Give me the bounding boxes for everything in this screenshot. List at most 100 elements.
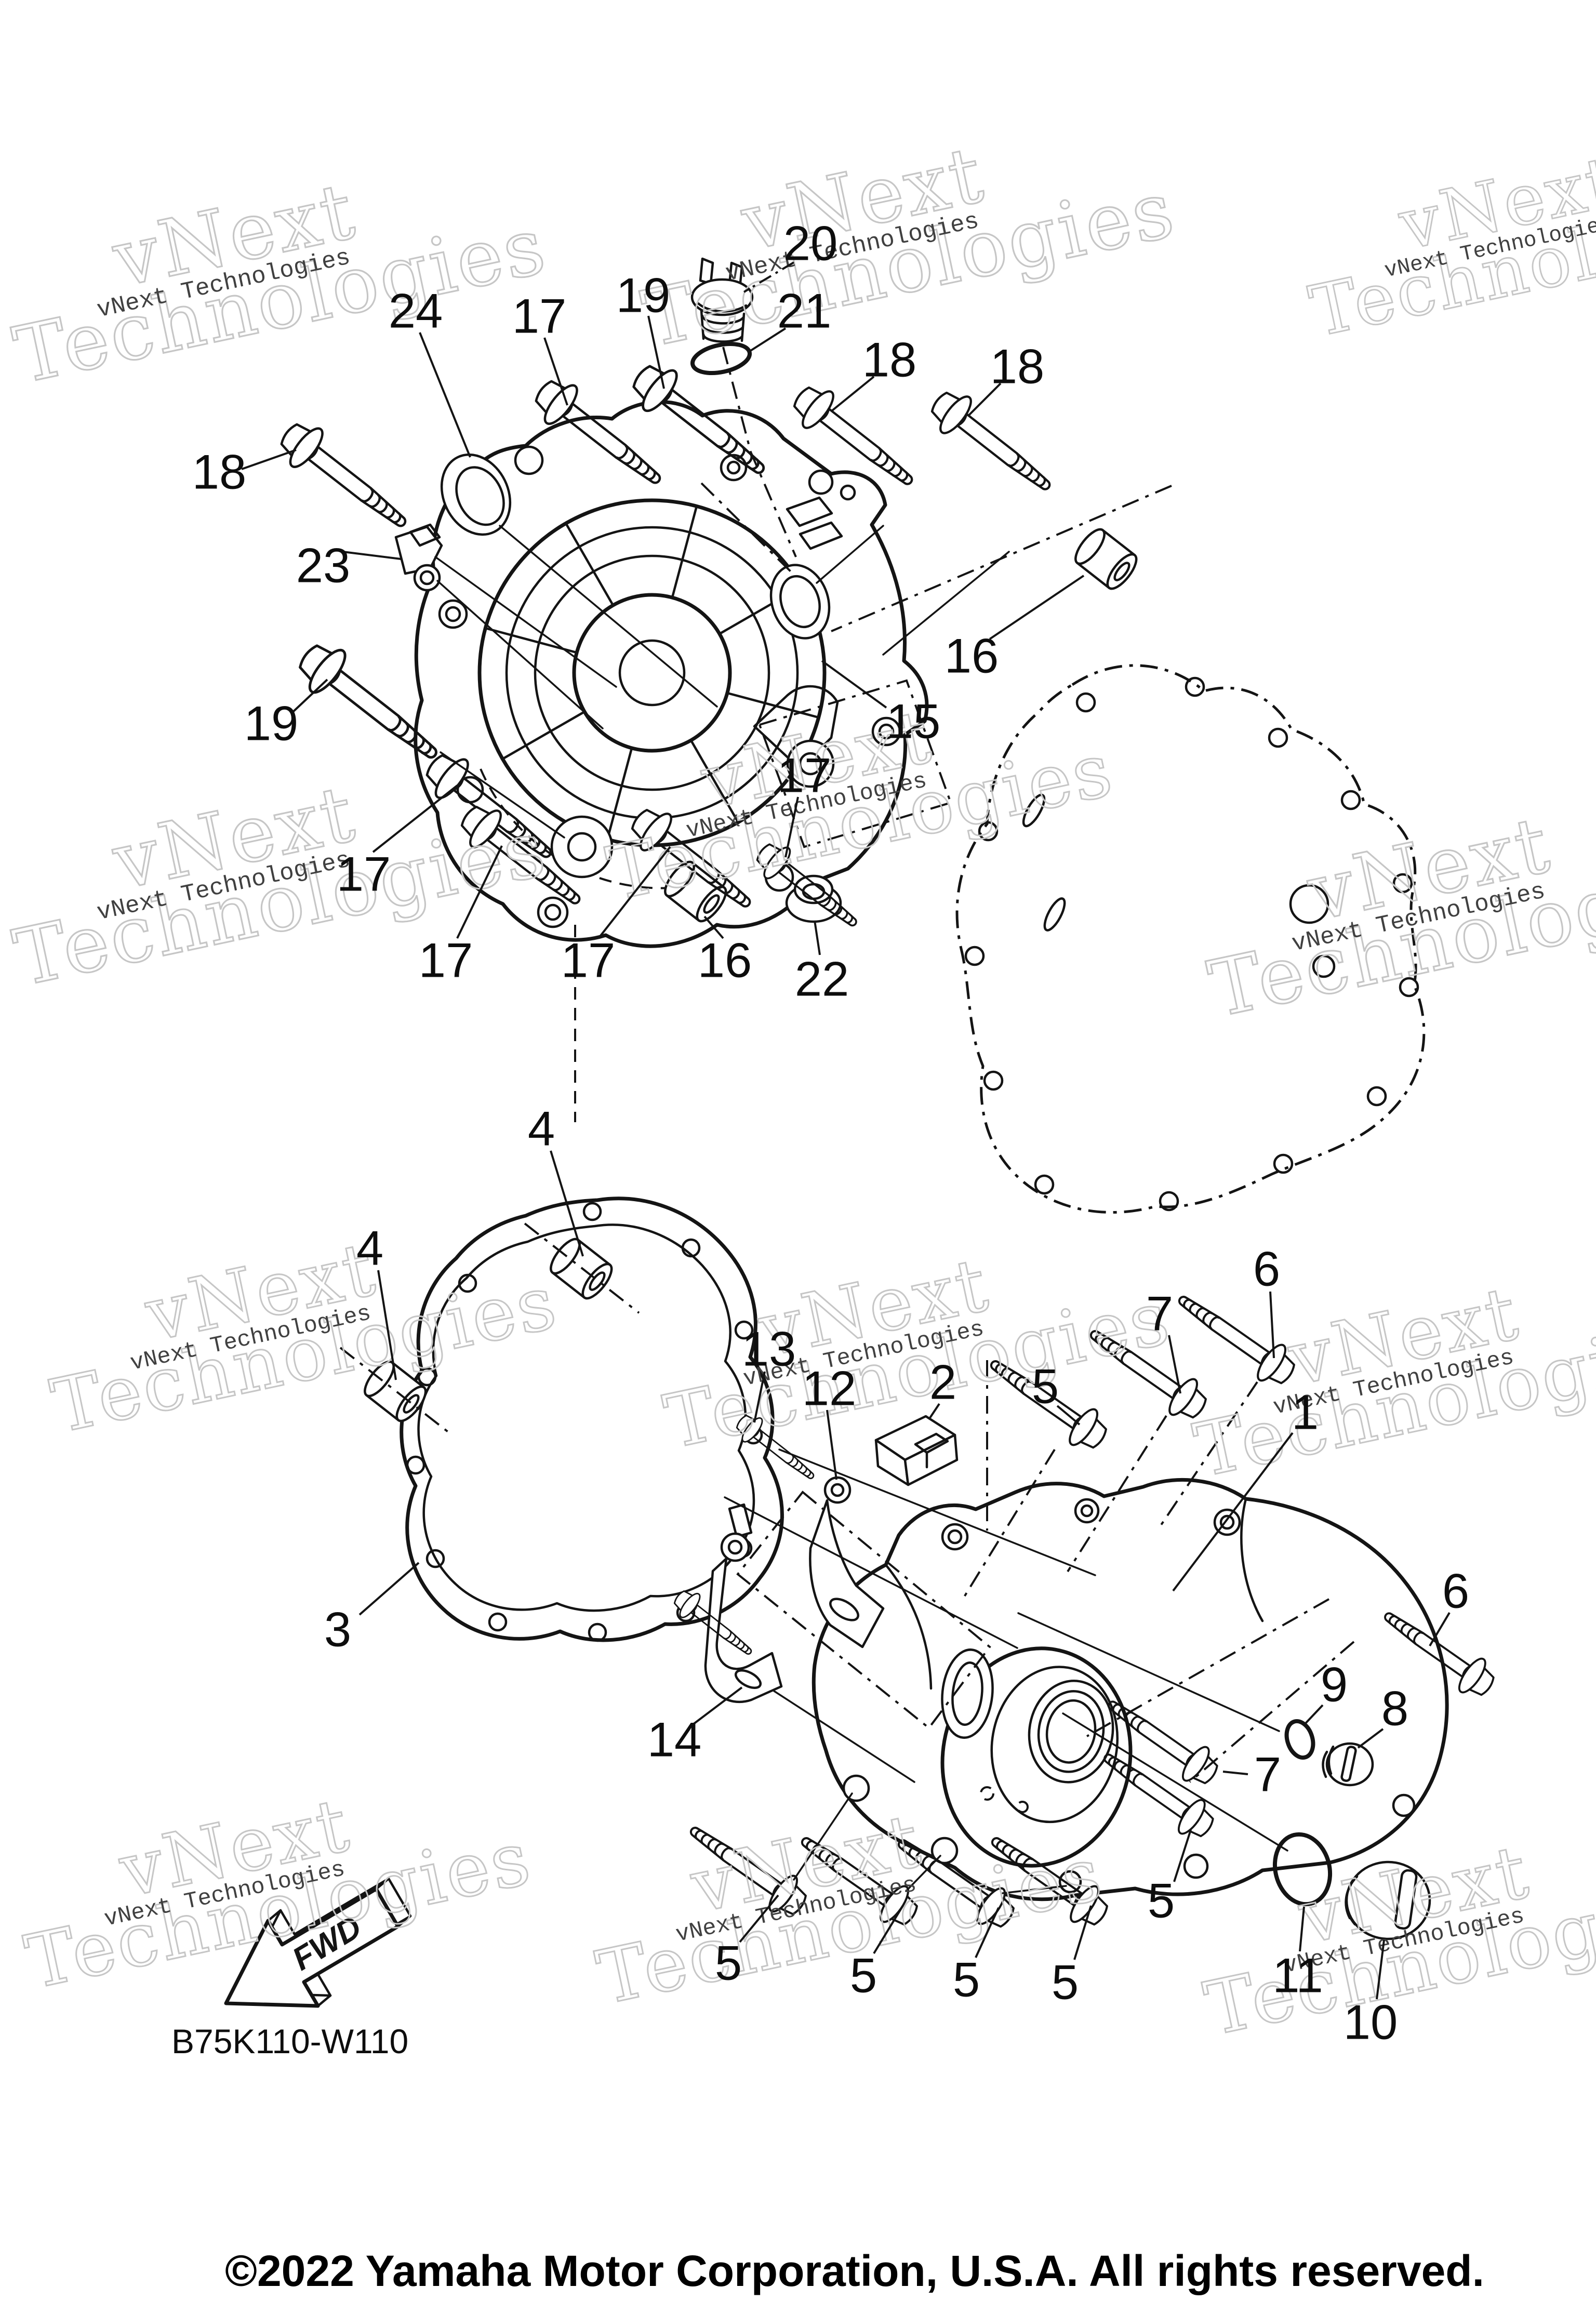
callout-7: 7 bbox=[1254, 1747, 1281, 1802]
callout-18: 18 bbox=[192, 445, 247, 499]
leader-line-5 bbox=[975, 1907, 1000, 1958]
callout-22: 22 bbox=[795, 952, 849, 1006]
callout-23: 23 bbox=[296, 538, 351, 593]
plug-8 bbox=[1322, 1742, 1374, 1787]
callout-17: 17 bbox=[512, 289, 567, 343]
leader-line-3 bbox=[358, 1562, 420, 1616]
callout-4: 4 bbox=[356, 1221, 383, 1275]
leader-line-5 bbox=[1173, 1829, 1192, 1882]
leader-line-24 bbox=[419, 332, 471, 458]
leader-line-16 bbox=[703, 915, 724, 939]
callout-19: 19 bbox=[244, 696, 299, 751]
filler-cap-10 bbox=[1345, 1860, 1431, 1940]
leader-line-22 bbox=[814, 920, 821, 955]
callout-18: 18 bbox=[862, 333, 917, 387]
callout-4: 4 bbox=[528, 1101, 555, 1156]
leader-line-7 bbox=[1222, 1771, 1248, 1775]
leader-line-6 bbox=[1269, 1291, 1275, 1359]
leader-line-18 bbox=[967, 382, 1002, 417]
leader-line-5 bbox=[739, 1894, 779, 1943]
leader-line-11 bbox=[1299, 1906, 1305, 1952]
leader-line-17 bbox=[597, 846, 671, 939]
callout-7: 7 bbox=[1146, 1286, 1173, 1341]
sensor-clamp-23 bbox=[394, 523, 443, 592]
leader-line-20 bbox=[743, 261, 795, 293]
callout-24: 24 bbox=[389, 284, 443, 338]
leader-line-19 bbox=[647, 315, 665, 389]
leader-line-1 bbox=[1172, 1432, 1294, 1592]
callout-18: 18 bbox=[990, 339, 1045, 394]
callout-5: 5 bbox=[1052, 1955, 1079, 2010]
callout-6: 6 bbox=[1442, 1564, 1469, 1618]
callout-5: 5 bbox=[1032, 1359, 1059, 1414]
leader-line-21 bbox=[747, 327, 787, 353]
leader-line-7 bbox=[1168, 1335, 1181, 1394]
drain-plug-20 bbox=[690, 257, 754, 343]
callout-1: 1 bbox=[1292, 1385, 1319, 1440]
leader-line-2 bbox=[928, 1403, 940, 1420]
leader-line-4 bbox=[377, 1270, 397, 1380]
leader-line-17 bbox=[456, 845, 503, 939]
leader-line-8 bbox=[1357, 1728, 1384, 1749]
callout-13: 13 bbox=[742, 1322, 796, 1376]
callout-12: 12 bbox=[802, 1361, 857, 1416]
callout-14: 14 bbox=[647, 1712, 702, 1767]
callout-17: 17 bbox=[561, 933, 616, 988]
leader-line-23 bbox=[342, 551, 402, 560]
collar-16-right bbox=[1071, 525, 1141, 593]
damper-2 bbox=[874, 1415, 959, 1486]
callout-16: 16 bbox=[698, 933, 752, 988]
callout-20: 20 bbox=[783, 216, 838, 271]
o-ring-9 bbox=[1284, 1719, 1315, 1760]
callout-3: 3 bbox=[324, 1602, 351, 1657]
callout-5: 5 bbox=[850, 1948, 877, 2003]
callout-17: 17 bbox=[419, 933, 473, 988]
crankcase-outline-dashed bbox=[955, 664, 1426, 1214]
leader-line-5 bbox=[1073, 1905, 1092, 1960]
leader-line-5 bbox=[1056, 1405, 1081, 1426]
callout-5: 5 bbox=[1148, 1873, 1175, 1928]
callout-2: 2 bbox=[929, 1355, 956, 1409]
leader-line-16 bbox=[989, 575, 1085, 640]
leader-line-17 bbox=[784, 796, 799, 858]
callout-17: 17 bbox=[777, 748, 832, 803]
projection-lines-top bbox=[434, 347, 1172, 1122]
leader-line-12 bbox=[826, 1409, 837, 1480]
projection-lines-bottom bbox=[339, 1222, 1355, 1894]
leader-line-18 bbox=[831, 376, 875, 411]
leader-line-9 bbox=[1304, 1704, 1324, 1725]
callout-11: 11 bbox=[1272, 1948, 1323, 2003]
crankcase-cover-3-diagram bbox=[339, 1196, 1502, 1940]
leader-line-4 bbox=[550, 1150, 584, 1257]
callout-9: 9 bbox=[1321, 1657, 1348, 1712]
gasket-3-drawing bbox=[400, 1196, 784, 1642]
oil-seal-24 bbox=[440, 453, 512, 536]
callout-16: 16 bbox=[945, 629, 999, 683]
leader-line-18 bbox=[241, 449, 297, 470]
callout-8: 8 bbox=[1381, 1681, 1408, 1736]
leader-line-19 bbox=[291, 679, 328, 714]
crankcase-cover-1-diagram bbox=[273, 257, 1426, 1214]
leader-line-13 bbox=[753, 1371, 766, 1423]
leader-line-10 bbox=[1376, 1939, 1385, 2000]
callout-5: 5 bbox=[953, 1952, 980, 2007]
o-ring-11 bbox=[1272, 1832, 1333, 1907]
callout-17: 17 bbox=[337, 847, 391, 901]
callout-19: 19 bbox=[616, 268, 671, 323]
leader-line-17 bbox=[543, 337, 568, 406]
leader-line-15 bbox=[821, 660, 887, 709]
callout-5: 5 bbox=[715, 1936, 742, 1990]
callout-15: 15 bbox=[886, 694, 941, 749]
leader-line-14 bbox=[690, 1686, 743, 1727]
leader-line-17 bbox=[372, 784, 458, 853]
callout-21: 21 bbox=[777, 284, 832, 338]
